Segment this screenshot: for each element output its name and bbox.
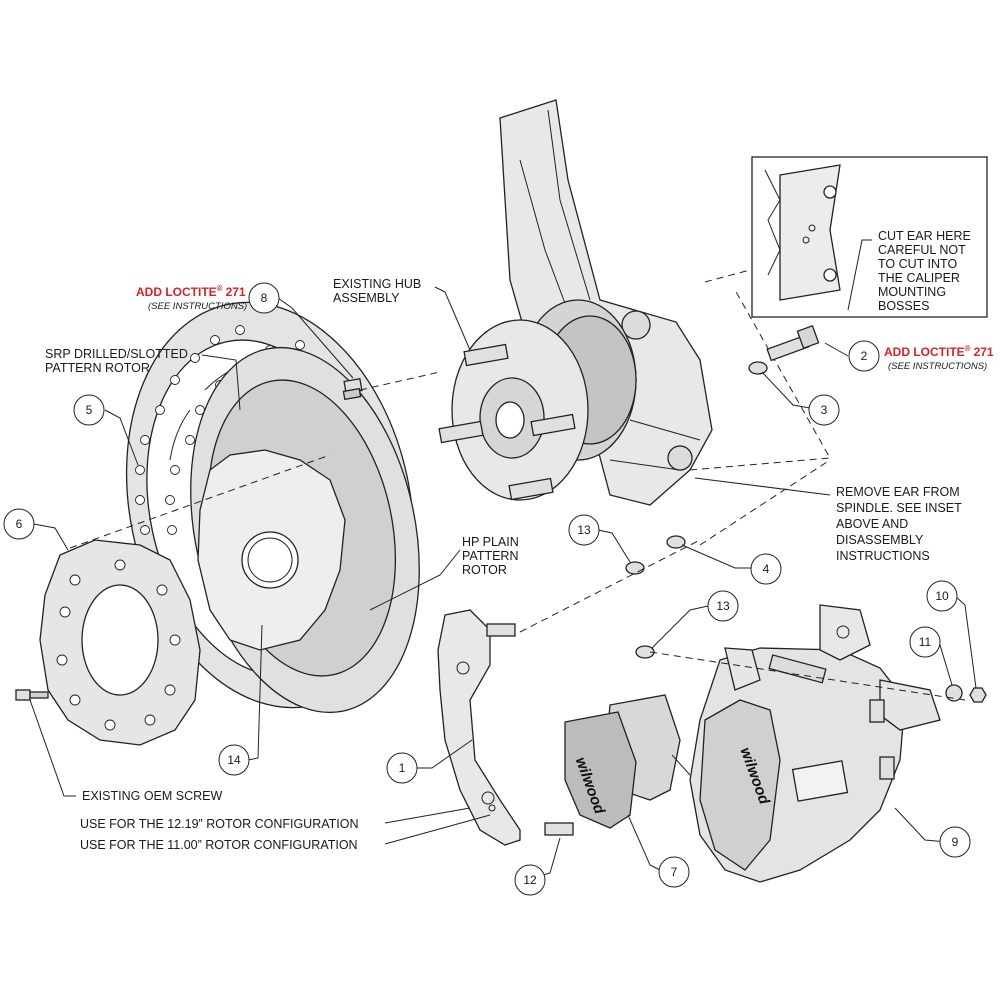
loctite-text: ADD LOCTITE	[884, 345, 965, 359]
inset-detail	[751, 156, 988, 318]
stud-12	[544, 822, 574, 836]
loctite-note-top: ADD LOCTITE®271	[136, 284, 246, 299]
srp-rotor-label-line-2: PATTERN ROTOR	[45, 361, 150, 375]
callout-13a: 13	[568, 514, 600, 546]
remove-ear-line-3: ABOVE AND	[836, 517, 908, 531]
callout-4: 4	[750, 553, 782, 585]
registered-mark: ®	[217, 284, 223, 293]
washer-3	[748, 361, 768, 375]
callout-number: 2	[861, 349, 868, 363]
alignment-line-b	[519, 539, 701, 633]
callout-1: 1	[386, 752, 418, 784]
inset-note-line-3: TO CUT INTO	[878, 257, 957, 271]
loctite-number: 271	[974, 345, 994, 359]
washer-13a	[625, 561, 645, 575]
callout-number: 13	[716, 599, 730, 613]
srp-rotor-label-line-1: SRP DRILLED/SLOTTED	[45, 347, 188, 361]
callout-7: 7	[658, 856, 690, 888]
config-11-00-label: USE FOR THE 11.00” ROTOR CONFIGURATION	[80, 838, 358, 852]
inset-note-line-4: THE CALIPER	[878, 271, 960, 285]
callout-number: 3	[821, 403, 828, 417]
config-12-19-label: USE FOR THE 12.19” ROTOR CONFIGURATION	[80, 817, 359, 831]
callout-14: 14	[218, 744, 250, 776]
alignment-line-e	[699, 459, 831, 546]
inset-note-line-6: BOSSES	[878, 299, 929, 313]
callout-13b: 13	[707, 590, 739, 622]
spindle-knuckle	[499, 99, 713, 506]
callout-6: 6	[3, 508, 35, 540]
see-instructions-top: (SEE INSTRUCTIONS)	[148, 301, 247, 312]
callout-number: 7	[671, 865, 678, 879]
alignment-line-a	[69, 454, 331, 549]
see-instructions-right: (SEE INSTRUCTIONS)	[888, 361, 987, 372]
leader-lines	[29, 286, 977, 879]
inset-dashed-link	[689, 269, 831, 471]
callout-11: 11	[909, 626, 941, 658]
alignment-line-c	[649, 651, 966, 701]
hub-assembly	[438, 299, 637, 501]
rotor-hat-adapter	[39, 539, 201, 746]
washer-4	[666, 535, 686, 549]
caliper-bracket	[437, 609, 521, 846]
callout-number: 5	[86, 403, 93, 417]
callout-number: 11	[919, 635, 932, 649]
wheel-stud	[438, 343, 576, 501]
remove-ear-line-1: REMOVE EAR FROM	[836, 485, 960, 499]
bolt-8	[342, 377, 363, 401]
bolt-2	[766, 324, 820, 362]
callout-number: 8	[261, 291, 268, 305]
hub-label-line-2: ASSEMBLY	[333, 291, 400, 305]
washer-13b	[635, 645, 655, 659]
callout-number: 9	[952, 835, 959, 849]
bracket-stud-top	[486, 623, 516, 637]
remove-ear-line-2: SPINDLE. SEE INSET	[836, 501, 962, 515]
caliper: wilwood	[689, 604, 941, 883]
callout-number: 10	[935, 589, 949, 603]
inset-note-line-2: CAREFUL NOT	[878, 243, 966, 257]
inset-note-line-5: MOUNTING	[878, 285, 946, 299]
hub-label-line-1: EXISTING HUB	[333, 277, 421, 291]
callout-number: 6	[16, 517, 23, 531]
callout-5: 5	[73, 394, 105, 426]
callout-number: 4	[763, 562, 770, 576]
hp-rotor-label-line-1: HP PLAIN	[462, 535, 519, 549]
inset-note-line-1: CUT EAR HERE	[878, 229, 971, 243]
oem-screw-label: EXISTING OEM SCREW	[82, 789, 222, 803]
callout-number: 12	[523, 873, 537, 887]
hp-rotor-label-line-2: PATTERN	[462, 549, 518, 563]
callout-10: 10	[926, 580, 958, 612]
callout-number: 14	[227, 753, 241, 767]
existing-oem-screw	[15, 689, 49, 701]
callout-9: 9	[939, 826, 971, 858]
loctite-text: ADD LOCTITE	[136, 285, 217, 299]
remove-ear-line-5: INSTRUCTIONS	[836, 549, 930, 563]
adapter-bolt-holes	[56, 559, 181, 731]
callout-number: 13	[577, 523, 591, 537]
washer-11	[945, 684, 963, 702]
nut-10	[969, 687, 987, 703]
callout-12: 12	[514, 864, 546, 896]
brake-pads: wilwood	[564, 694, 691, 829]
alignment-line-d	[359, 371, 441, 391]
callout-8: 8	[248, 282, 280, 314]
callout-3: 3	[808, 394, 840, 426]
callout-number: 1	[399, 761, 406, 775]
remove-ear-line-4: DISASSEMBLY	[836, 533, 924, 547]
hp-rotor-label-line-3: ROTOR	[462, 563, 507, 577]
loctite-note-right: ADD LOCTITE®271	[884, 344, 994, 359]
callout-2: 2	[848, 340, 880, 372]
loctite-number: 271	[226, 285, 246, 299]
hp-plain-rotor	[190, 346, 420, 714]
registered-mark: ®	[965, 344, 971, 353]
